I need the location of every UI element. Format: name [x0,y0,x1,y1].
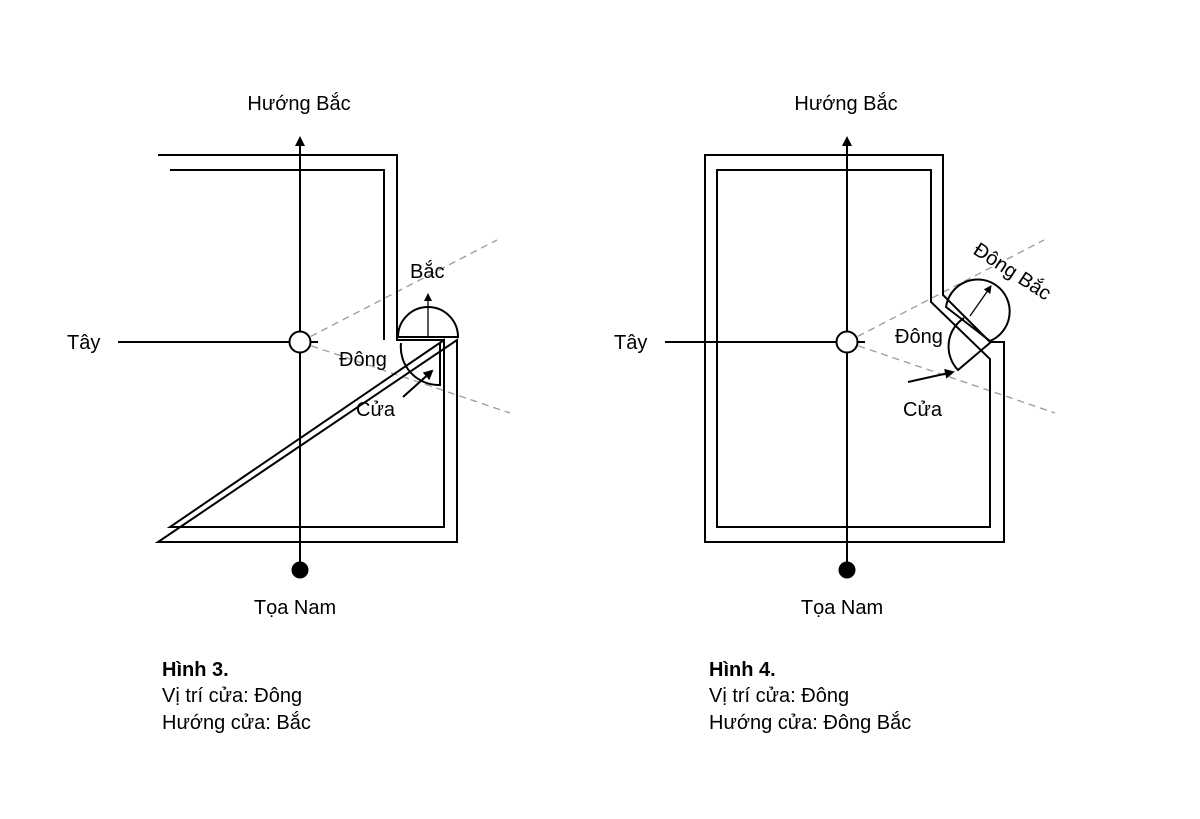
east-label: Đông [339,349,387,371]
door-pointer-arrow [402,369,434,398]
south-dot [838,561,856,579]
sector-line-upper [299,239,498,343]
north-label: Hướng Bắc [247,92,350,115]
caption-door-position: Vị trí cửa: Đông [709,685,849,707]
caption-door-direction: Hướng cửa: Đông Bắc [709,711,911,734]
south-dot [291,561,309,579]
house-outer-wall [154,154,458,543]
door-direction-label: Bắc [410,260,444,283]
west-label: Tây [614,332,647,354]
door-arc-north [396,306,460,338]
figure-4: Hướng Bắc Tọa Nam Tây Đông Đông Bắc Cửa … [614,92,1055,734]
caption-door-direction: Hướng cửa: Bắc [162,711,311,734]
north-label: Hướng Bắc [794,92,897,115]
sector-line-lower [299,341,511,414]
door-pointer-arrow [907,368,955,383]
door-direction-arrow [969,285,992,317]
house-inner-wall [716,169,991,528]
south-label: Tọa Nam [801,597,883,619]
east-label: Đông [895,326,943,348]
door-label: Cửa [903,399,943,421]
house-outer-wall [704,154,1005,543]
caption-title: Hình 3. [162,659,229,681]
caption-title: Hình 4. [709,659,776,681]
figure-3: Hướng Bắc Tọa Nam Tây Đông Bắc Cửa Hình … [67,92,511,734]
house-inner-wall [166,169,445,528]
door-arc-swing [947,317,992,372]
sector-line-lower [846,341,1056,414]
caption-door-position: Vị trí cửa: Đông [162,685,302,707]
door-arc-swing [399,342,441,387]
center-circle [288,330,312,354]
sector-line-upper [846,239,1045,343]
door-direction-label: Đông Bắc [969,238,1055,305]
center-circle [835,330,859,354]
west-label: Tây [67,332,100,354]
door-arc-northeast [944,278,1011,343]
south-label: Tọa Nam [254,597,336,619]
door-label: Cửa [356,399,396,421]
